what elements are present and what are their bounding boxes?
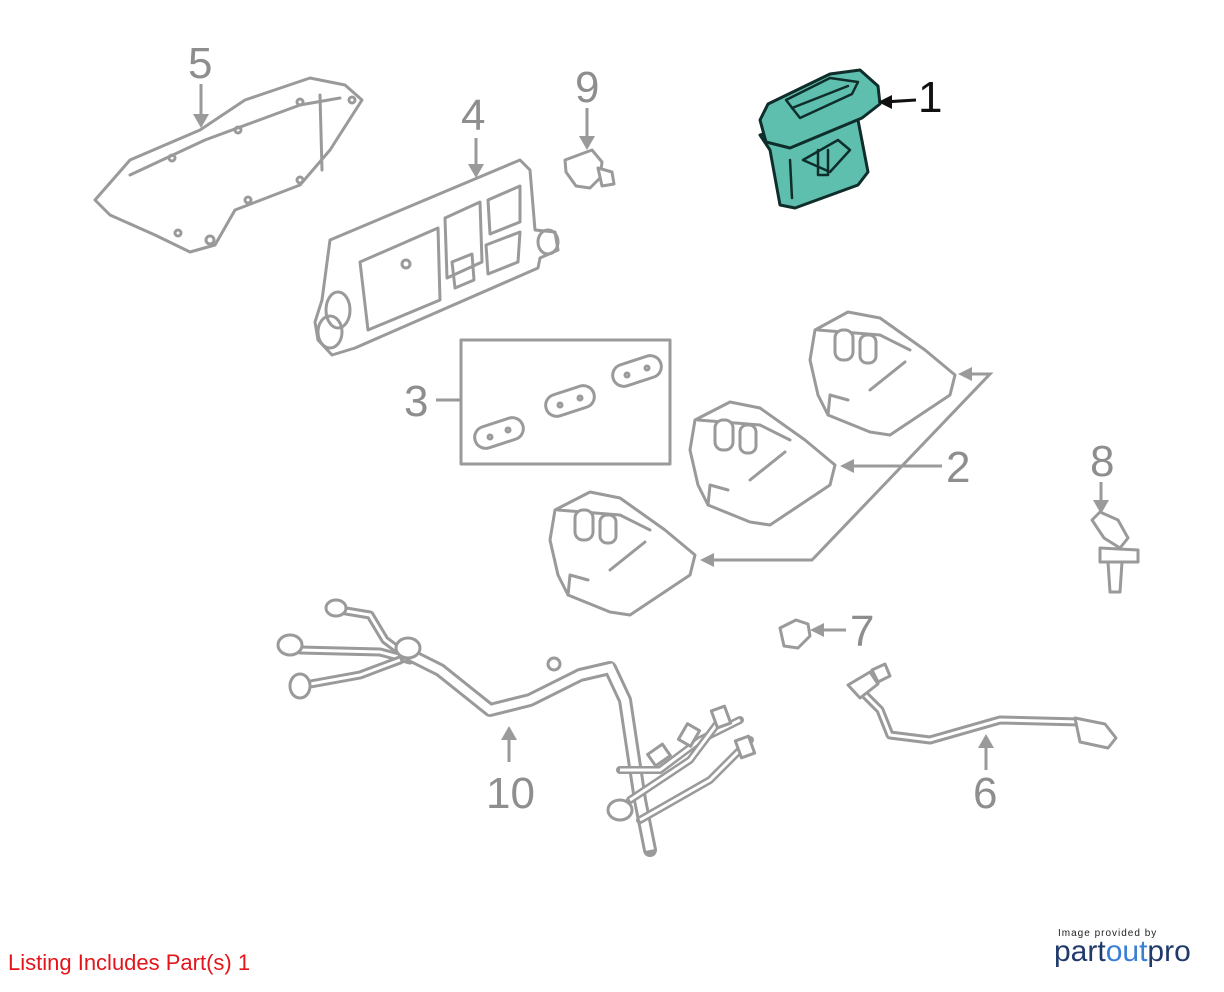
part-6-wire xyxy=(846,662,1118,750)
callout-8: 8 xyxy=(1090,437,1114,486)
part-2-coil-top xyxy=(808,310,957,437)
part-3-gaskets xyxy=(473,354,663,450)
listing-includes-text: Listing Includes Part(s) 1 xyxy=(8,950,251,975)
brand-text-pro: pro xyxy=(1147,935,1191,968)
arrow-1 xyxy=(878,95,892,109)
callout-7: 7 xyxy=(850,607,874,656)
arrow-2a xyxy=(958,367,972,381)
arrow-10 xyxy=(501,726,517,740)
part-7-clip xyxy=(778,618,812,650)
part-8-bolt xyxy=(1090,510,1140,594)
part-5-cover xyxy=(93,76,364,254)
part-3-box xyxy=(459,338,672,466)
arrow-6 xyxy=(978,734,994,748)
partoutpro-logo: partoutpro xyxy=(1054,935,1214,969)
arrow-7 xyxy=(810,623,824,637)
callout-3: 3 xyxy=(404,377,428,426)
part-1-boot-highlighted xyxy=(758,68,882,210)
part-10-harness xyxy=(276,598,757,857)
callout-4: 4 xyxy=(461,91,485,140)
arrow-9 xyxy=(579,136,595,150)
brand-credit: Image provided by partoutpro xyxy=(1054,928,1214,969)
part-2-coil-middle xyxy=(688,400,837,527)
arrow-8 xyxy=(1093,500,1109,514)
callout-9: 9 xyxy=(575,63,599,112)
part-9-screw xyxy=(563,148,616,190)
brand-text-out: out xyxy=(1105,935,1148,968)
callout-5: 5 xyxy=(188,39,212,88)
arrow-5 xyxy=(193,114,209,128)
arrow-2c xyxy=(700,553,714,567)
callout-1: 1 xyxy=(918,73,942,122)
credit-caption: Image provided by xyxy=(1058,928,1158,939)
part-2-coil-bottom xyxy=(548,490,697,617)
part-4-module xyxy=(313,158,560,357)
callout-2: 2 xyxy=(946,443,970,492)
callout-6: 6 xyxy=(973,769,997,818)
brand-text-part: part xyxy=(1054,935,1106,968)
callout-10: 10 xyxy=(486,769,535,818)
arrow-2b xyxy=(840,459,854,473)
arrow-4 xyxy=(468,164,484,178)
